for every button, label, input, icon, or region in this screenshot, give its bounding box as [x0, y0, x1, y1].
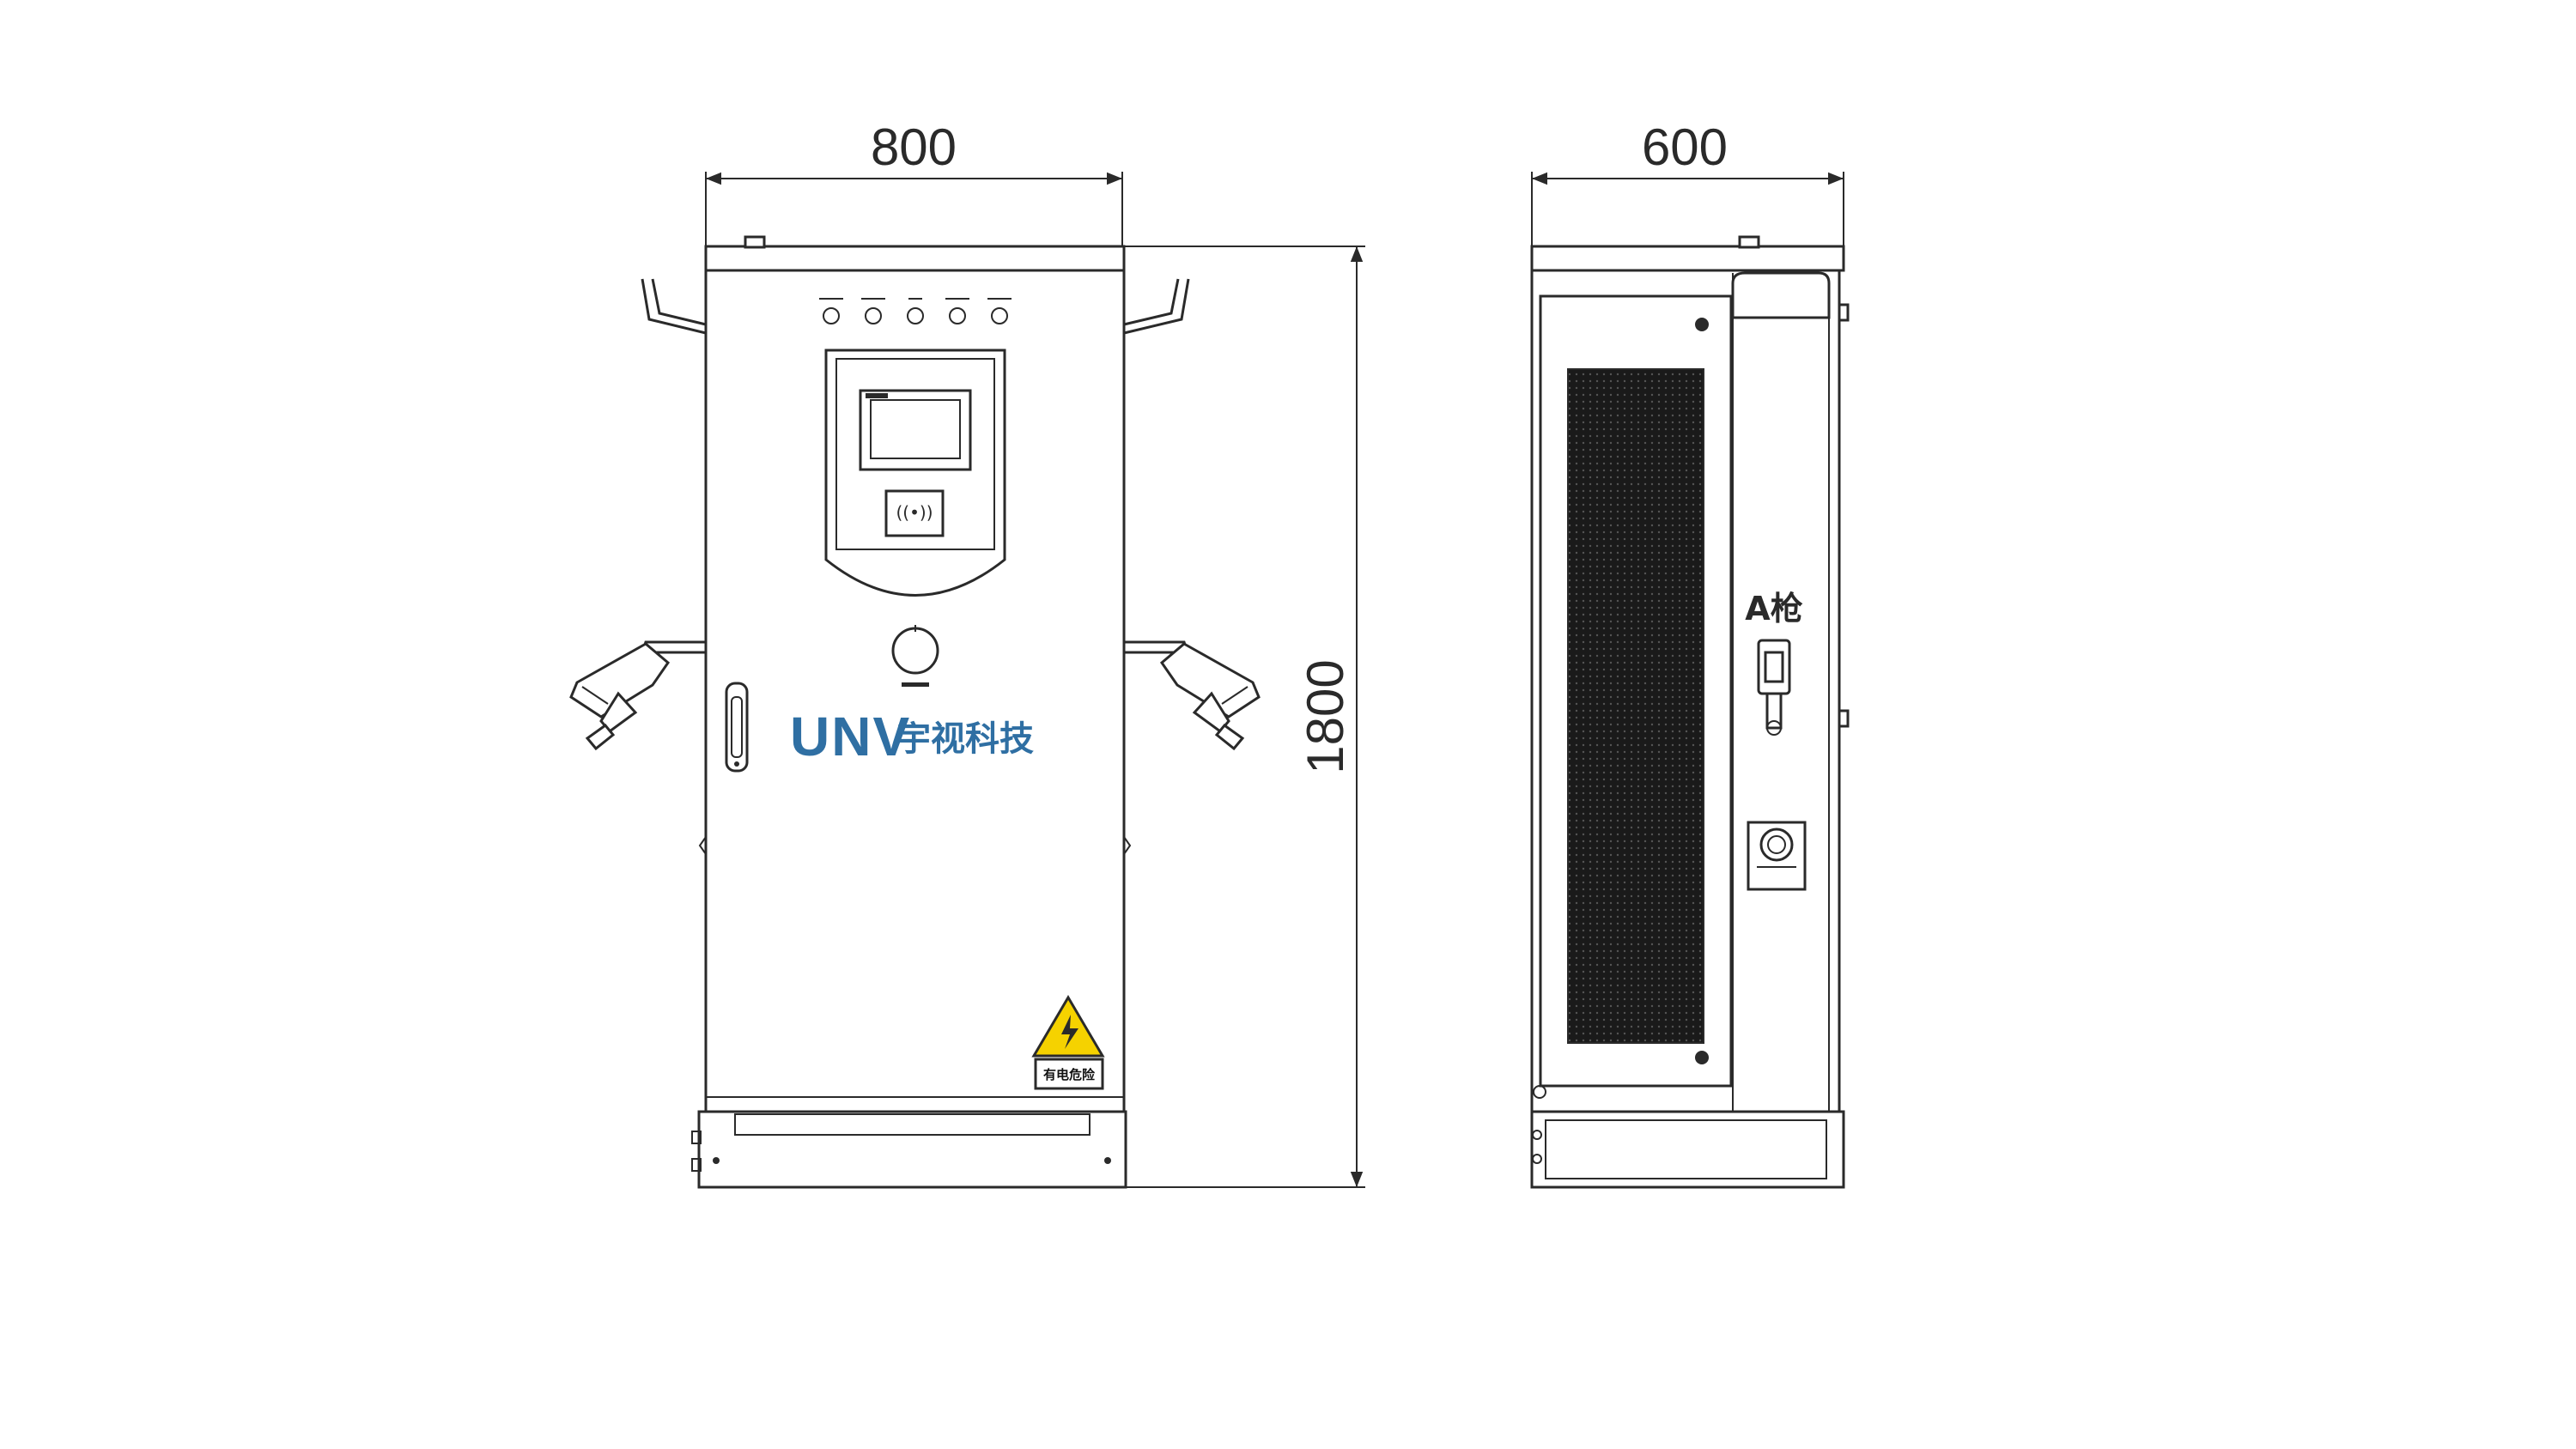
indicator-light-icon [991, 307, 1008, 324]
right-charging-gun [1124, 640, 1261, 751]
side-charging-gun [1757, 639, 1791, 736]
front-top-cap [704, 245, 1126, 272]
screen-logo-mark [866, 393, 888, 398]
ventilation-grille [1567, 368, 1704, 1044]
warning-label: 有电危险 [1031, 995, 1105, 1090]
side-depth-dimension: 600 [1531, 118, 1844, 249]
height-label: 1800 [1297, 659, 1354, 773]
side-depth-label: 600 [1642, 118, 1728, 176]
control-panel: ((•)) [824, 349, 1006, 597]
side-socket [1747, 821, 1807, 891]
left-hinge [698, 836, 707, 855]
display-screen [859, 389, 972, 471]
left-charging-gun [569, 640, 706, 751]
height-dimension: 1800 [1124, 246, 1365, 1188]
door-handle [725, 682, 749, 773]
left-cable-hook [651, 278, 707, 326]
brand-logo: UNV [790, 706, 911, 767]
indicator-lights [819, 298, 1012, 324]
gun-label: A枪 [1745, 590, 1802, 627]
front-view: 800 [569, 118, 1365, 1189]
rfid-icon: ((•)) [896, 502, 933, 523]
ground-icon [1533, 1085, 1546, 1099]
front-width-dimension: 800 [705, 118, 1123, 249]
side-top-handle [1731, 271, 1831, 319]
indicator-light-icon [907, 307, 924, 324]
indicator-light-icon [949, 307, 966, 324]
front-base [691, 1110, 1127, 1189]
brand-name: 宇视科技 [896, 719, 1034, 759]
side-top-cap [1530, 245, 1845, 272]
indicator-light-icon [823, 307, 840, 324]
indicator-light-icon [865, 307, 882, 324]
side-view: 600 A枪 [1530, 118, 1850, 1189]
front-top-bolt [744, 235, 766, 249]
right-cable-hook [1123, 278, 1180, 326]
side-base [1530, 1110, 1845, 1189]
socket-icon [1759, 828, 1794, 862]
right-hinge [1123, 836, 1132, 855]
card-reader [884, 489, 945, 537]
emergency-stop-button [891, 625, 939, 687]
front-width-label: 800 [871, 118, 957, 176]
warning-label-text: 有电危险 [1043, 1067, 1096, 1082]
